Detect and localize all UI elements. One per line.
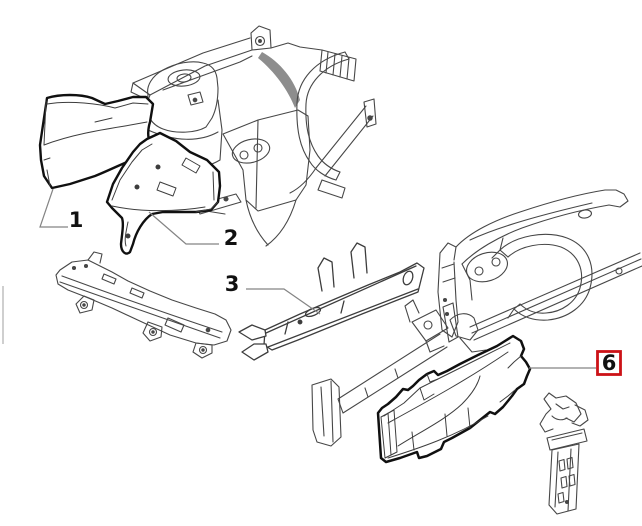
callout-1-label[interactable]: 1	[69, 208, 84, 232]
callout-1-leader	[39, 188, 68, 228]
part-3-rail-drawing	[238, 242, 425, 361]
engine-bay-assembly-drawing	[130, 25, 377, 247]
crossmember-drawing	[55, 251, 232, 359]
callout-1: 1	[39, 188, 84, 232]
part-2-bracket-drawing	[105, 131, 222, 255]
callout-2-label[interactable]: 2	[224, 226, 239, 250]
callout-3-label[interactable]: 3	[225, 272, 240, 296]
callout-2: 2	[148, 211, 239, 250]
right-body-assembly-drawing	[437, 189, 642, 353]
callout-6-box[interactable]	[596, 350, 622, 376]
part-6-sill-panel-drawing	[376, 334, 532, 464]
callout-6-highlighted: 6	[529, 350, 622, 376]
pillar-bracket-drawing	[539, 392, 589, 515]
callout-3-leader	[246, 288, 321, 315]
callout-3: 3	[225, 272, 321, 315]
part-1-panel-drawing	[38, 93, 155, 190]
rear-rail-drawing	[311, 299, 459, 447]
callout-2-leader	[148, 211, 219, 245]
callout-6-label[interactable]: 6	[602, 351, 617, 375]
